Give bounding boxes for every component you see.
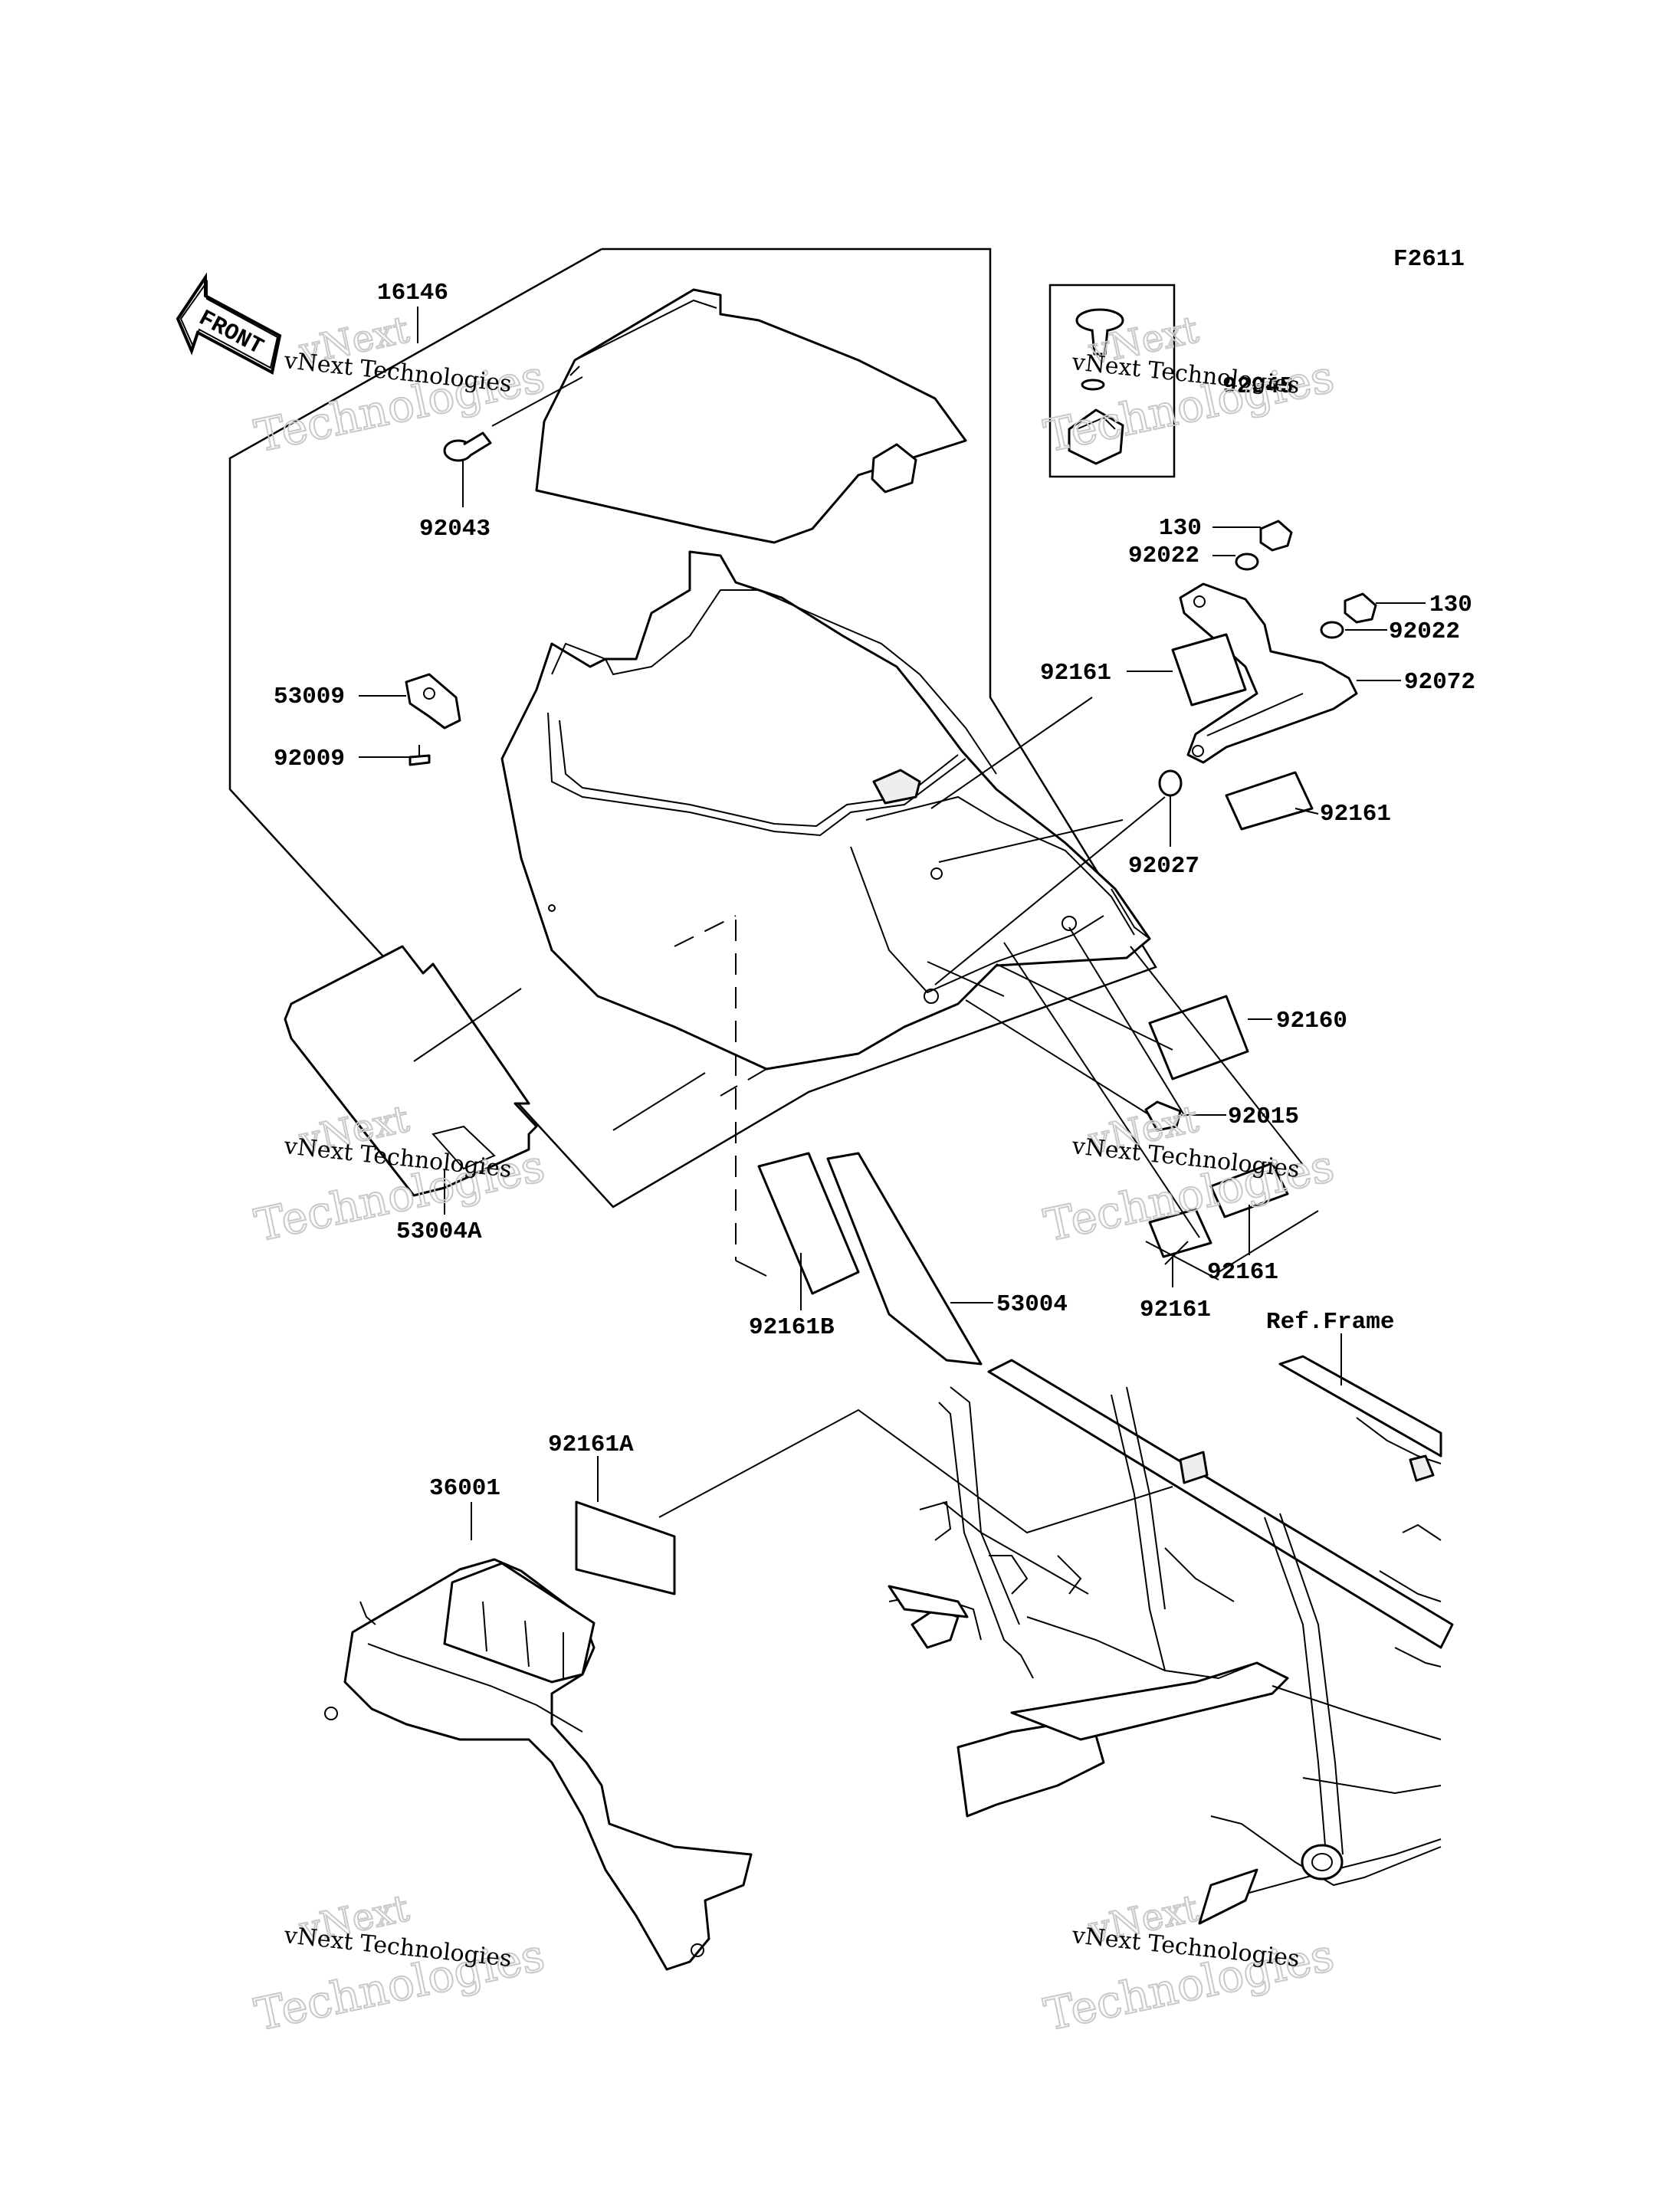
part-label: 92045 (1222, 373, 1294, 400)
lower-duct (324, 1558, 753, 1971)
part-label: 130 (1429, 592, 1472, 618)
part-label: 92022 (1389, 618, 1460, 645)
decal-sheets (575, 633, 1314, 1595)
part-label: 16146 (377, 280, 448, 307)
part-label: 92009 (274, 746, 345, 772)
bolt-icon (1259, 520, 1377, 624)
part-label: 92161 (1207, 1259, 1278, 1286)
part-label: 36001 (429, 1475, 500, 1502)
front-arrow-icon: FRONT (176, 272, 282, 375)
part-label: 92161 (1040, 660, 1111, 687)
assembly-outline (228, 248, 1157, 1208)
part-label: 130 (1159, 515, 1202, 542)
part-label: 92161 (1320, 801, 1391, 828)
part-label: 53004A (396, 1218, 482, 1245)
clip-icon (1068, 308, 1124, 465)
stay-bracket (1179, 582, 1358, 764)
reference-frame (888, 1355, 1454, 1925)
upper-cowl (535, 288, 967, 544)
part-label: 53009 (274, 684, 345, 710)
leader-lines (359, 307, 1426, 1540)
part-label: 92043 (419, 516, 491, 543)
part-label: 92160 (1276, 1008, 1347, 1035)
part-label: 92022 (1128, 543, 1199, 569)
part-label: 53004 (996, 1291, 1068, 1318)
figure-code: F2611 (1393, 246, 1465, 273)
part-label: 92015 (1228, 1103, 1299, 1130)
clip-inset-box (1048, 284, 1176, 478)
part-labels: 16146 92043 53009 92009 92045 130 92022 … (274, 280, 1475, 1502)
washer-icon (1158, 553, 1344, 797)
part-label: 92161A (548, 1431, 634, 1458)
pin-icon (443, 431, 492, 462)
part-label: 92027 (1128, 853, 1199, 880)
inner-panel (284, 945, 538, 1197)
ref-frame-label: Ref.Frame (1266, 1309, 1394, 1336)
bracket-icon (405, 673, 461, 766)
part-label: 92072 (1404, 669, 1475, 696)
part-label: 92161 (1140, 1297, 1211, 1323)
part-label: 92161B (749, 1314, 835, 1341)
